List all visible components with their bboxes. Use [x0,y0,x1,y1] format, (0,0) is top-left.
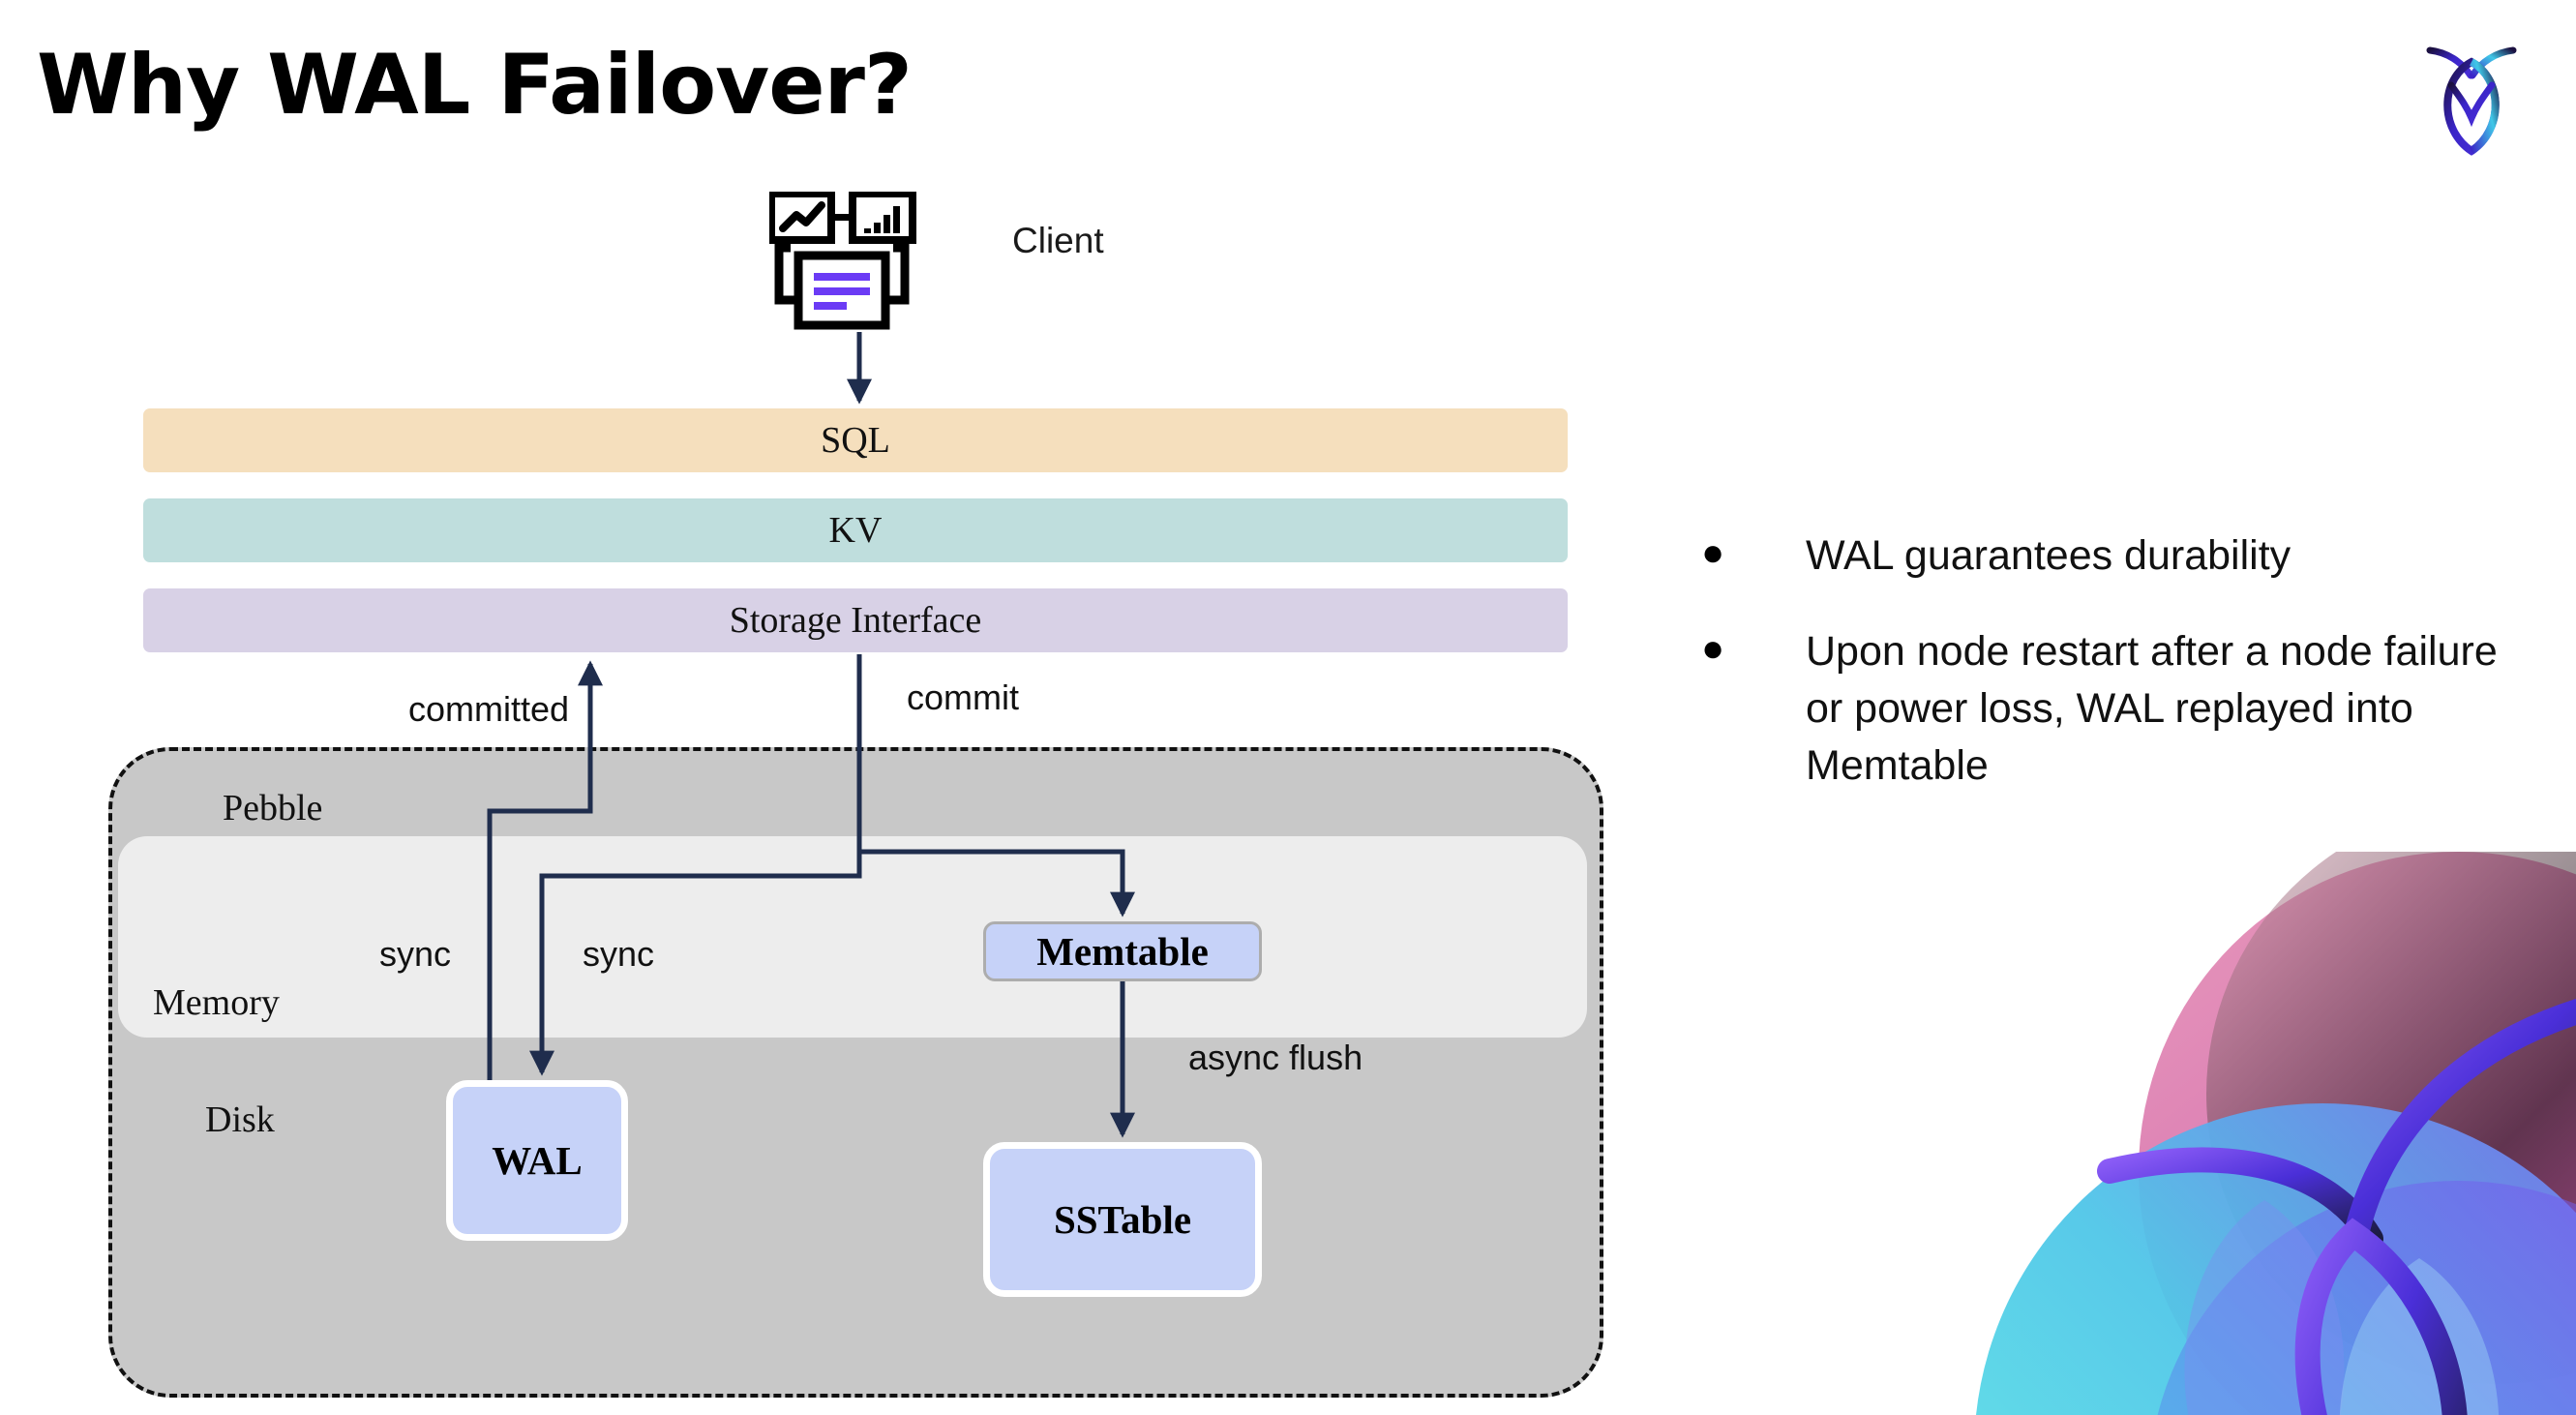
bullet-dot-icon: ● [1701,531,1725,574]
layer-bar-storage: Storage Interface [143,588,1568,652]
cockroachdb-logo-icon [2409,29,2534,165]
node-memtable: Memtable [983,921,1262,981]
layer-bar-sql: SQL [143,408,1568,472]
list-item-text: Upon node restart after a node failure o… [1806,627,2498,789]
edge-label-committed: committed [408,689,570,729]
disk-label: Disk [205,1099,275,1140]
list-item: ● WAL guarantees durability [1701,527,2543,585]
notes-list: ● WAL guarantees durability ● Upon node … [1701,527,2543,833]
bullet-dot-icon: ● [1701,626,1725,670]
memory-region [118,836,1587,1038]
page-title: Why WAL Failover? [37,37,913,134]
node-wal: WAL [446,1080,628,1241]
layer-bar-kv: KV [143,498,1568,562]
edge-label-sync-1: sync [379,934,452,974]
edge-label-async-flush: async flush [1188,1038,1363,1077]
memory-label: Memory [153,982,280,1023]
client-dashboard-icon [767,190,924,332]
client-label: Client [1012,221,1104,260]
cockroachdb-watermark-icon [1916,852,2576,1415]
list-item-text: WAL guarantees durability [1806,532,2291,579]
pebble-label: Pebble [223,788,323,828]
edge-label-sync-2: sync [583,934,655,974]
list-item: ● Upon node restart after a node failure… [1701,623,2543,795]
node-sstable: SSTable [983,1142,1262,1297]
edge-label-commit: commit [907,677,1019,717]
